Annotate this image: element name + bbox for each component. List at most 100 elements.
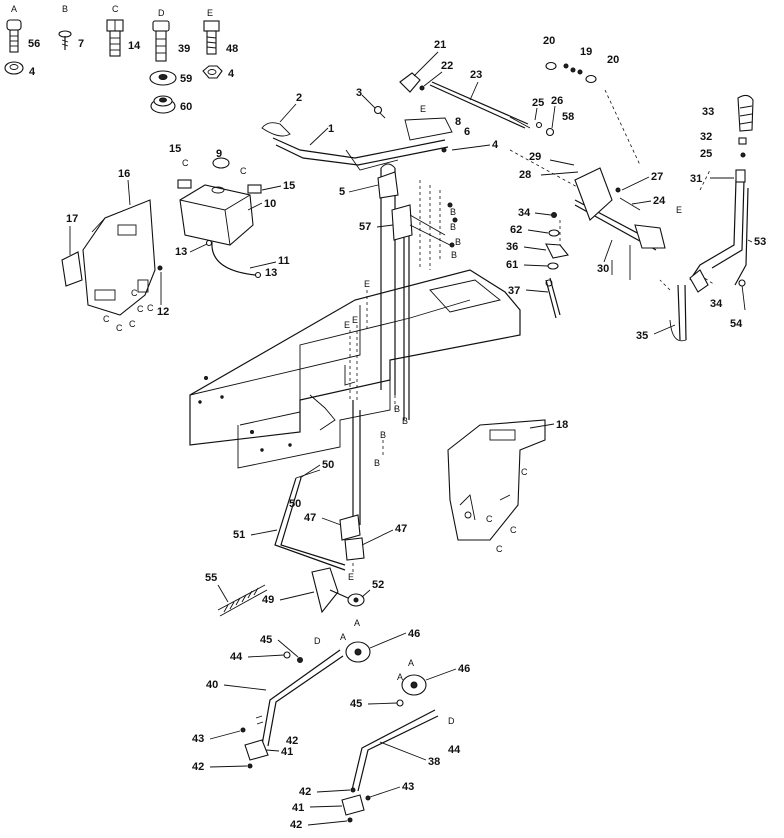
- legend-letter-c: C: [112, 4, 119, 14]
- callout-45-right: 45: [350, 698, 362, 710]
- legend-label-59: 59: [180, 73, 192, 85]
- legend-label-39: 39: [178, 43, 190, 55]
- nut-e-icon: [202, 65, 223, 79]
- callout-25-right: 25: [700, 148, 712, 160]
- letter-e-1: E: [420, 104, 426, 114]
- callout-34-left: 34: [518, 207, 531, 219]
- callout-4: 4: [492, 139, 499, 151]
- callout-27: 27: [651, 171, 663, 183]
- callout-18: 18: [556, 419, 568, 431]
- pedal-shaft: [545, 167, 666, 319]
- callout-10: 10: [264, 198, 276, 210]
- callout-20-right: 20: [607, 54, 619, 66]
- legend-label-14: 14: [128, 40, 141, 52]
- legend-letter-e: E: [207, 8, 213, 18]
- letter-c-7: C: [147, 303, 154, 313]
- letter-c-1: C: [182, 158, 189, 168]
- callout-13-left: 13: [175, 246, 187, 258]
- callout-9: 9: [216, 148, 222, 160]
- callout-22: 22: [441, 60, 453, 72]
- tank: [177, 157, 262, 279]
- letter-c-8: C: [131, 288, 138, 298]
- bolt-a-icon: [6, 19, 22, 53]
- column-brackets: [377, 171, 458, 248]
- callout-11: 11: [278, 255, 290, 267]
- callout-44-right: 44: [448, 744, 461, 756]
- letter-e-5: E: [348, 572, 354, 582]
- letter-d-2: D: [448, 716, 455, 726]
- legend-label-60: 60: [180, 101, 192, 113]
- washer-d-icon: [149, 70, 177, 86]
- callout-46-top: 46: [408, 628, 420, 640]
- callout-35: 35: [636, 330, 648, 342]
- callout-13-right: 13: [265, 267, 277, 279]
- callout-41-left: 41: [281, 746, 293, 758]
- letter-a-4: A: [408, 658, 414, 668]
- callout-51: 51: [233, 529, 245, 541]
- callout-47-right: 47: [395, 523, 407, 535]
- callout-3: 3: [356, 87, 362, 99]
- letter-a-1: A: [340, 632, 346, 642]
- right-pedal-arm: [669, 94, 754, 342]
- letter-a-3: A: [397, 672, 403, 682]
- callout-19: 19: [580, 46, 592, 58]
- letter-e-3: E: [344, 320, 350, 330]
- letter-b-8: B: [374, 458, 380, 468]
- callout-42-a: 42: [286, 735, 298, 747]
- letter-c-6: C: [137, 304, 144, 314]
- legend-label-48: 48: [226, 43, 238, 55]
- callout-53: 53: [754, 236, 766, 248]
- washers-19-20: [545, 61, 597, 84]
- letter-a-2: A: [354, 618, 360, 628]
- callout-49: 49: [262, 594, 274, 606]
- leader-lines: [349, 89, 716, 575]
- letter-c-5: C: [129, 319, 136, 329]
- nut-a-icon: [4, 61, 24, 75]
- steering-arm: [261, 94, 453, 171]
- callout-52: 52: [372, 579, 384, 591]
- legend-letter-b: B: [62, 4, 68, 14]
- nut-d-icon: [150, 95, 176, 114]
- callout-8-top: 8: [455, 116, 461, 128]
- callout-55: 55: [205, 572, 217, 584]
- legend-label-4e: 4: [228, 68, 235, 80]
- callout-42-c: 42: [299, 786, 311, 798]
- bolt-d-icon: [152, 20, 170, 62]
- callout-50-top: 50: [322, 459, 334, 471]
- callout-6: 6: [464, 126, 470, 138]
- callout-58: 58: [562, 111, 574, 123]
- letter-b-1: B: [450, 207, 456, 217]
- callout-40: 40: [206, 679, 218, 691]
- letter-b-3: B: [455, 237, 461, 247]
- letter-c-9: C: [521, 467, 528, 477]
- callout-38: 38: [428, 756, 440, 768]
- callout-30: 30: [597, 263, 609, 275]
- letter-b-6: B: [402, 416, 408, 426]
- lower-linkage: [217, 469, 365, 617]
- callout-43-left: 43: [192, 733, 204, 745]
- callout-36: 36: [506, 241, 518, 253]
- callout-46-bottom: 46: [458, 663, 470, 675]
- callout-16: 16: [118, 168, 130, 180]
- part-callouts: 1 2 3 4 5 6 8 9 10 11 12 13 13 15 15 16 …: [66, 35, 766, 831]
- callout-43-right: 43: [402, 781, 414, 793]
- screw-b-icon: [58, 30, 72, 50]
- callout-20-left: 20: [543, 35, 555, 47]
- legend-label-56: 56: [28, 38, 40, 50]
- callout-12: 12: [157, 306, 169, 318]
- callout-24: 24: [653, 195, 666, 207]
- callout-42-d: 42: [290, 819, 302, 831]
- callout-37: 37: [508, 285, 520, 297]
- callout-23: 23: [470, 69, 482, 81]
- fastener-letter-callouts: C C C C C C C C C C C C E E E E E E B B …: [103, 104, 682, 726]
- callout-2: 2: [296, 92, 302, 104]
- letter-b-5: B: [394, 404, 400, 414]
- letter-e-6: E: [676, 205, 682, 215]
- left-panel: [61, 199, 163, 316]
- callout-21: 21: [434, 39, 446, 51]
- legend-letter-a: A: [11, 4, 17, 14]
- bolt-c-icon: [106, 19, 124, 57]
- legend-label-7: 7: [78, 38, 84, 50]
- callout-54: 54: [730, 318, 743, 330]
- callout-34-right: 34: [710, 298, 723, 310]
